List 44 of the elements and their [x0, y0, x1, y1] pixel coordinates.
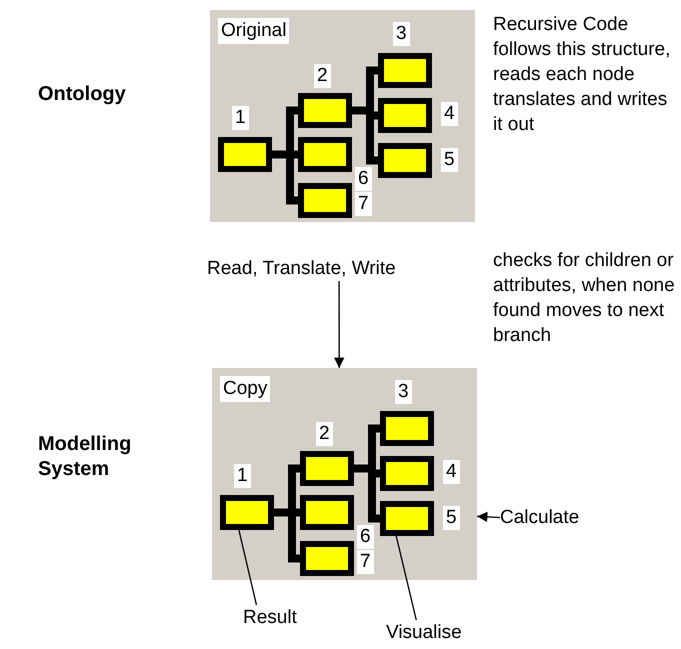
tree-node-box	[300, 541, 354, 576]
node-number: 2	[316, 422, 333, 446]
leader-line	[396, 536, 417, 620]
tree-node-box	[380, 456, 434, 491]
text-label: Calculate	[500, 505, 580, 530]
node-number: 7	[355, 192, 372, 216]
text-label: Read, Translate, Write	[207, 256, 396, 281]
leader-line	[238, 530, 258, 606]
node-number: 4	[441, 102, 458, 126]
tree-node-box	[298, 137, 352, 172]
tree-node-box	[378, 143, 432, 178]
node-number: 1	[234, 464, 251, 488]
tree-node-box	[380, 411, 434, 446]
note-text: checks for children or attributes, when none found moves to next branch	[493, 249, 676, 348]
tree-node-box	[298, 183, 352, 218]
section-heading: Ontology	[38, 82, 127, 107]
tree-node-box	[378, 98, 432, 133]
tree-node-box	[380, 501, 434, 536]
node-number: 7	[357, 550, 374, 574]
tree-node-box	[298, 93, 352, 128]
node-number: 4	[443, 460, 460, 484]
node-number: 2	[314, 64, 331, 88]
tree-node-box	[220, 495, 274, 530]
tree-node-box	[300, 495, 354, 530]
panel	[210, 10, 475, 222]
tree-node-box	[300, 451, 354, 486]
section-heading: Modelling System	[38, 432, 132, 482]
panel-title: Copy	[220, 376, 270, 402]
node-number: 3	[393, 22, 410, 46]
text-label: Result	[243, 605, 297, 630]
node-number: 6	[355, 167, 372, 191]
node-number: 5	[441, 148, 458, 172]
tree-node-box	[378, 53, 432, 88]
arrow	[476, 512, 500, 522]
note-text: Recursive Code follows this structure, reads each node translates and writes it out	[493, 13, 672, 137]
node-number: 6	[357, 525, 374, 549]
node-number: 5	[443, 506, 460, 530]
arrow	[334, 281, 344, 368]
text-label: Visualise	[386, 620, 462, 645]
node-number: 1	[232, 106, 249, 130]
tree-node-box	[218, 137, 272, 172]
node-number: 3	[395, 380, 412, 404]
panel-title: Original	[218, 18, 290, 44]
panel	[212, 368, 477, 580]
